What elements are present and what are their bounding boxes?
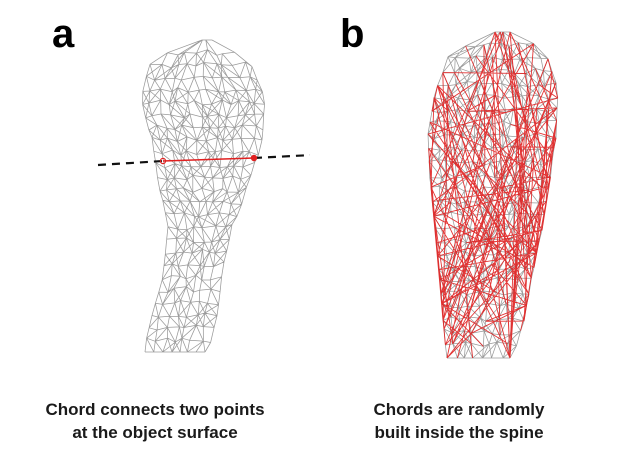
random-chords xyxy=(427,31,559,359)
panel-label-b: b xyxy=(340,12,365,56)
caption-b-line-1: Chords are randomly xyxy=(373,400,545,419)
panel-label-a: a xyxy=(52,12,75,56)
chord-line xyxy=(162,157,255,162)
caption-b-line-2: built inside the spine xyxy=(374,423,544,442)
chord-endpoint-left xyxy=(159,157,167,165)
panel-b: b Chords are randomly built inside the s… xyxy=(310,0,620,463)
spine-mesh-a xyxy=(97,39,310,353)
chord-illustration xyxy=(97,154,310,167)
panel-a: a Chord connects two points at the objec… xyxy=(0,12,310,444)
spine-mesh-b xyxy=(427,31,559,359)
caption-a-line-1: Chord connects two points xyxy=(45,400,265,419)
caption-a-line-2: at the object surface xyxy=(72,423,238,442)
mesh-edges xyxy=(142,39,265,353)
chord-endpoint-right xyxy=(250,154,258,162)
caption-a: Chord connects two points at the object … xyxy=(0,398,310,444)
chord-extension-left xyxy=(97,159,164,167)
mesh-wireframe xyxy=(142,39,265,353)
chord-extension-right xyxy=(253,154,310,160)
caption-b: Chords are randomly built inside the spi… xyxy=(304,398,614,444)
chord-lines xyxy=(427,31,559,359)
